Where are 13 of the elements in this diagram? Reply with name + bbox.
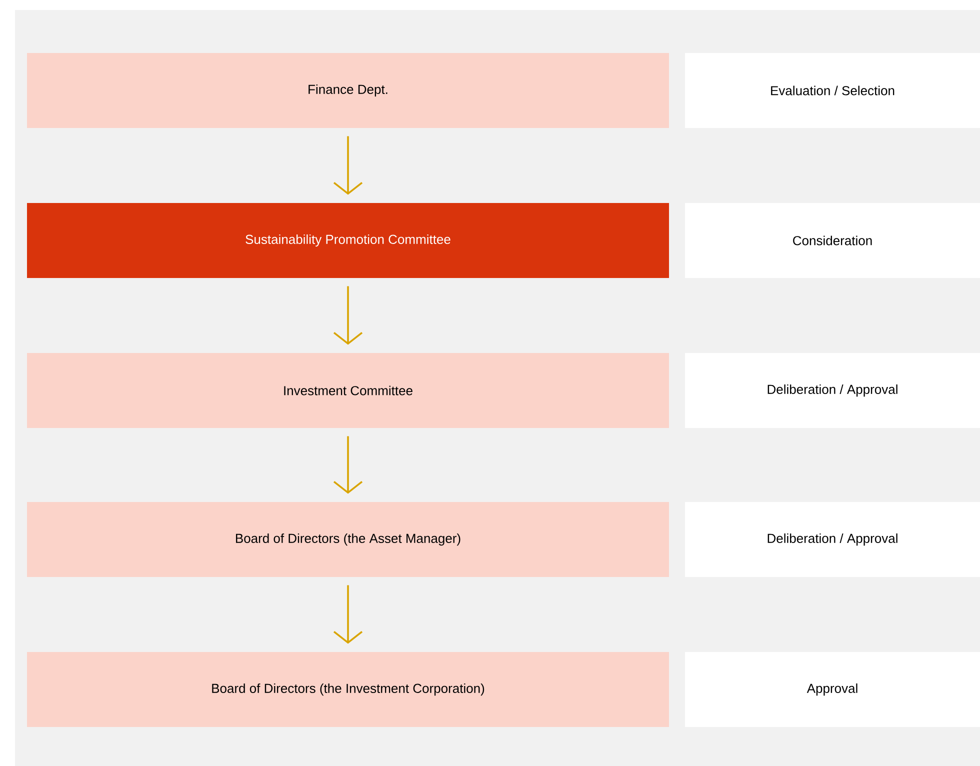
step-box: Deliberation / Approval (685, 353, 980, 428)
step-box: Deliberation / Approval (685, 502, 980, 577)
committee-box: Finance Dept. (27, 53, 669, 128)
arrow (333, 585, 363, 644)
committee-box: Board of Directors (the Asset Manager) (27, 502, 669, 577)
step-box: Consideration (685, 203, 980, 278)
step-box: Evaluation / Selection (685, 53, 980, 128)
arrow (333, 286, 363, 345)
committee-box: Sustainability Promotion Committee (27, 203, 669, 278)
step-box: Approval (685, 652, 980, 727)
committee-box: Board of Directors (the Investment Corporation) (27, 652, 669, 727)
committee-box: Investment Committee (27, 353, 669, 428)
arrow (333, 136, 363, 195)
